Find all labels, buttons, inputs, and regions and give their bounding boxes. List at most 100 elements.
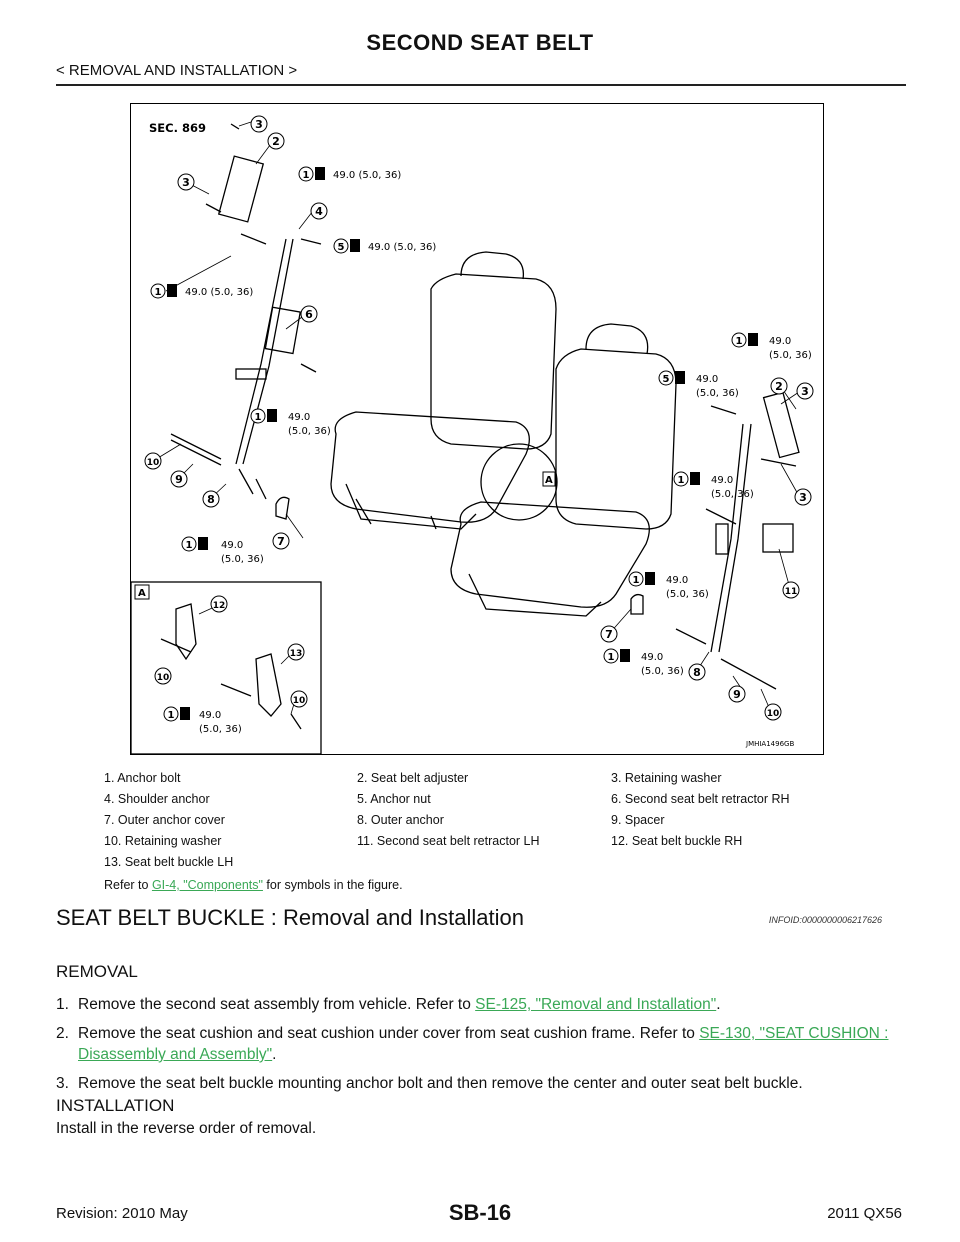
torque-callout: 1 49.0 (5.0, 36) (628, 571, 709, 600)
callout-10: 10 (154, 667, 172, 685)
step-link[interactable]: SE-130, "SEAT CUSHION : Disassembly and … (78, 1025, 889, 1063)
callout-7: 7 (600, 625, 618, 643)
callout-3: 3 (177, 173, 195, 191)
svg-text:7: 7 (605, 628, 613, 641)
section-heading: SEAT BELT BUCKLE : Removal and Installat… (56, 905, 524, 930)
model-label: 2011 QX56 (827, 1205, 902, 1222)
step-text: Remove the second seat assembly from veh… (78, 996, 476, 1013)
svg-text:13: 13 (290, 649, 303, 659)
svg-text:1: 1 (633, 575, 640, 586)
svg-text:49.0: 49.0 (711, 475, 733, 486)
components-link[interactable]: GI-4, "Components" (151, 878, 263, 892)
right-seat-cushion (450, 501, 650, 608)
right-headrest (585, 323, 649, 355)
refer-prefix: Refer to (104, 878, 152, 892)
legend-item: 4. Shoulder anchor (104, 792, 210, 806)
svg-text:49.0 (5.0, 36): 49.0 (5.0, 36) (368, 242, 436, 253)
callout-2: 2 (267, 132, 285, 150)
svg-text:3: 3 (801, 385, 809, 398)
revision-label: Revision: 2010 May (56, 1205, 188, 1222)
svg-text:4: 4 (315, 205, 323, 218)
callout-8: 8 (202, 490, 220, 508)
installation-text: Install in the reverse order of removal. (56, 1120, 317, 1137)
svg-text:(5.0, 36): (5.0, 36) (769, 350, 812, 361)
page-title: SECOND SEAT BELT (366, 30, 594, 55)
legend-item: 9. Spacer (611, 813, 665, 827)
torque-callout: 1 49.0 (5.0, 36) (731, 332, 812, 361)
svg-text:49.0: 49.0 (696, 374, 718, 385)
detail-label-a: A (542, 471, 556, 487)
legend-item: 5. Anchor nut (357, 792, 431, 806)
svg-text:49.0: 49.0 (641, 652, 663, 663)
inset-label-a: A (134, 584, 150, 600)
svg-text:A: A (138, 588, 146, 599)
callout-3: 3 (796, 382, 814, 400)
svg-text:(5.0, 36): (5.0, 36) (221, 554, 264, 565)
svg-text:1: 1 (186, 540, 193, 551)
svg-text:49.0: 49.0 (666, 575, 688, 586)
step-item: 1.Remove the second seat assembly from v… (56, 994, 896, 1015)
svg-text:5: 5 (338, 242, 345, 253)
right-seat-back (555, 348, 677, 530)
left-seat-cushion (330, 411, 530, 523)
symbols-reference: Refer to GI-4, "Components" for symbols … (104, 878, 403, 892)
callout-3: 3 (250, 115, 268, 133)
svg-text:(5.0, 36): (5.0, 36) (641, 666, 684, 677)
svg-text:A: A (545, 475, 553, 486)
figure-code: JMHIA1496GB (745, 740, 794, 748)
callout-12: 12 (210, 595, 228, 613)
svg-text:9: 9 (175, 473, 183, 486)
legend-item: 11. Second seat belt retractor LH (357, 834, 540, 848)
header-divider (56, 84, 906, 86)
svg-text:49.0: 49.0 (769, 336, 791, 347)
step-link[interactable]: SE-125, "Removal and Installation" (475, 996, 717, 1013)
torque-callout: 1 49.0 (5.0, 36) (298, 166, 401, 182)
callout-numbers: 3 2 3 4 6 10 9 8 7 2 3 3 11 7 8 9 10 12 … (144, 115, 814, 721)
page-number: SB-16 (448, 1200, 512, 1225)
svg-text:3: 3 (182, 176, 190, 189)
legend-item: 2. Seat belt adjuster (357, 771, 469, 785)
callout-8: 8 (688, 663, 706, 681)
legend-item: 7. Outer anchor cover (104, 813, 225, 827)
svg-text:10: 10 (293, 696, 306, 706)
svg-text:(5.0, 36): (5.0, 36) (666, 589, 709, 600)
refer-suffix: for symbols in the figure. (262, 878, 403, 892)
legend-item: 1. Anchor bolt (104, 771, 181, 785)
svg-text:8: 8 (207, 493, 215, 506)
callout-10: 10 (144, 452, 162, 470)
svg-text:1: 1 (168, 710, 175, 721)
svg-text:49.0: 49.0 (199, 710, 221, 721)
svg-text:1: 1 (303, 170, 310, 181)
callout-7: 7 (272, 532, 290, 550)
section-label: SEC. 869 (149, 121, 206, 135)
svg-text:9: 9 (733, 688, 741, 701)
torque-callout: 1 49.0 (5.0, 36) (250, 408, 331, 437)
torque-callout: 1 49.0 (5.0, 36) (673, 471, 754, 500)
svg-text:3: 3 (255, 118, 263, 131)
svg-text:49.0 (5.0, 36): 49.0 (5.0, 36) (333, 170, 401, 181)
left-belt-webbing (235, 238, 287, 465)
callout-9: 9 (728, 685, 746, 703)
torque-callout: 1 49.0 (5.0, 36) (181, 536, 264, 565)
info-id: INFOID:0000000006217626 (768, 915, 882, 925)
svg-text:11: 11 (785, 587, 798, 597)
svg-text:7: 7 (277, 535, 285, 548)
detail-circle (480, 443, 558, 521)
svg-text:5: 5 (663, 374, 670, 385)
exploded-view-figure: SEC. 869 3 2 3 4 6 10 9 8 7 2 3 3 11 7 8… (130, 103, 824, 755)
svg-text:2: 2 (272, 135, 280, 148)
callout-13: 13 (287, 643, 305, 661)
legend-item: 8. Outer anchor (357, 813, 444, 827)
legend-item: 10. Retaining washer (104, 834, 222, 848)
torque-callout: 5 49.0 (5.0, 36) (658, 370, 739, 399)
step-number: 3. (56, 1075, 69, 1092)
svg-text:1: 1 (678, 475, 685, 486)
svg-text:49.0: 49.0 (221, 540, 243, 551)
torque-callout: 1 49.0 (5.0, 36) (603, 648, 684, 677)
svg-text:10: 10 (147, 458, 160, 468)
left-headrest (460, 251, 525, 280)
right-belt-webbing (710, 423, 744, 653)
svg-text:10: 10 (767, 709, 780, 719)
callout-11: 11 (782, 581, 800, 599)
callout-6: 6 (300, 305, 318, 323)
